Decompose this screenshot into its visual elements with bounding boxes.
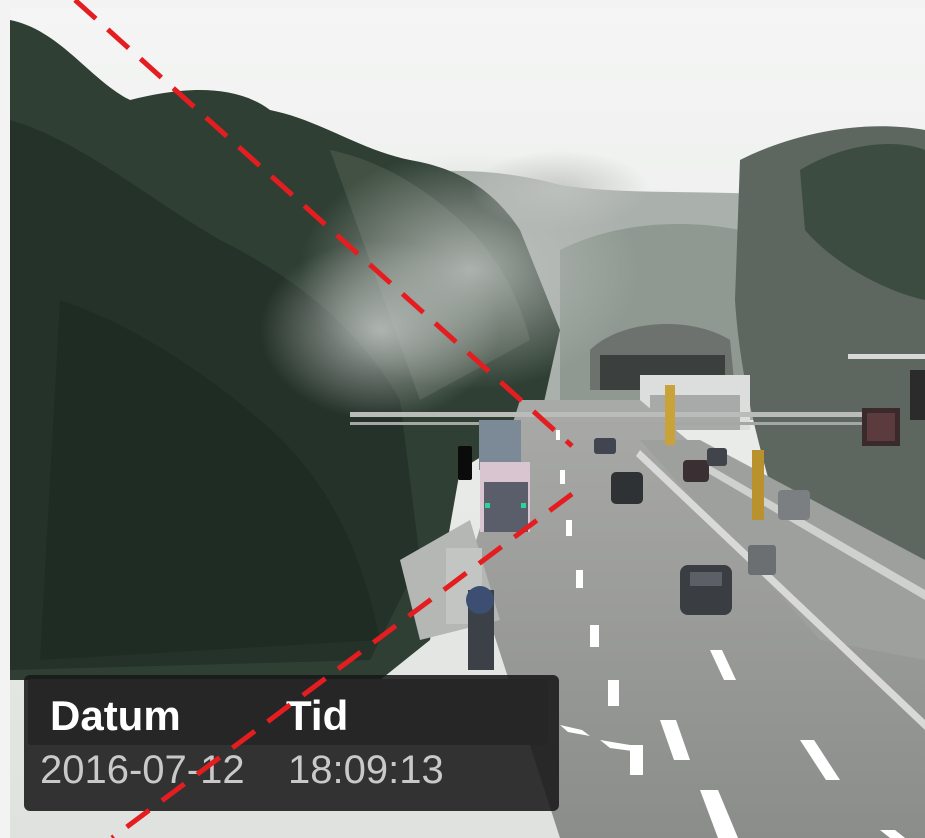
time-value: 18:09:13 — [288, 748, 444, 792]
date-value: 2016-07-12 — [40, 748, 245, 792]
lane-markings — [556, 430, 905, 838]
time-label: Tid — [286, 692, 349, 739]
date-label: Datum — [50, 692, 181, 739]
road — [470, 400, 925, 838]
overhead-gantry — [350, 412, 880, 417]
